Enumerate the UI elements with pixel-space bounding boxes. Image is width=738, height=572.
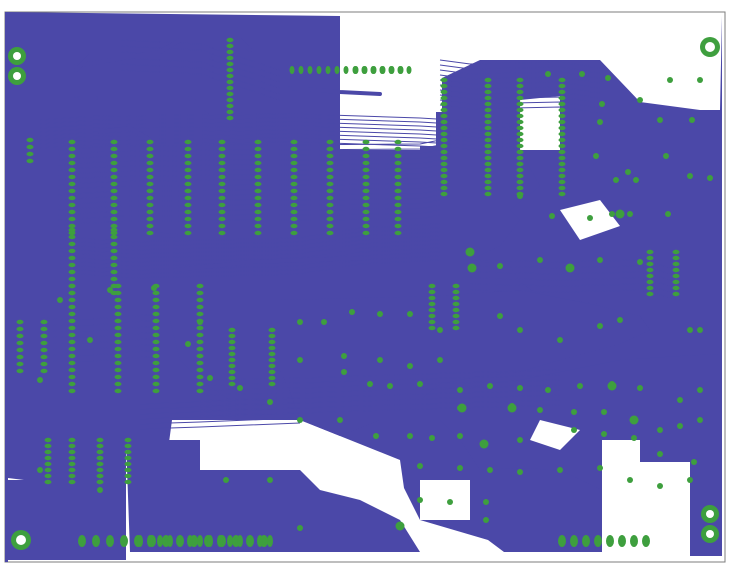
- clearances: [344, 84, 640, 520]
- mounting-holes: [8, 37, 720, 550]
- pads: [16, 37, 713, 547]
